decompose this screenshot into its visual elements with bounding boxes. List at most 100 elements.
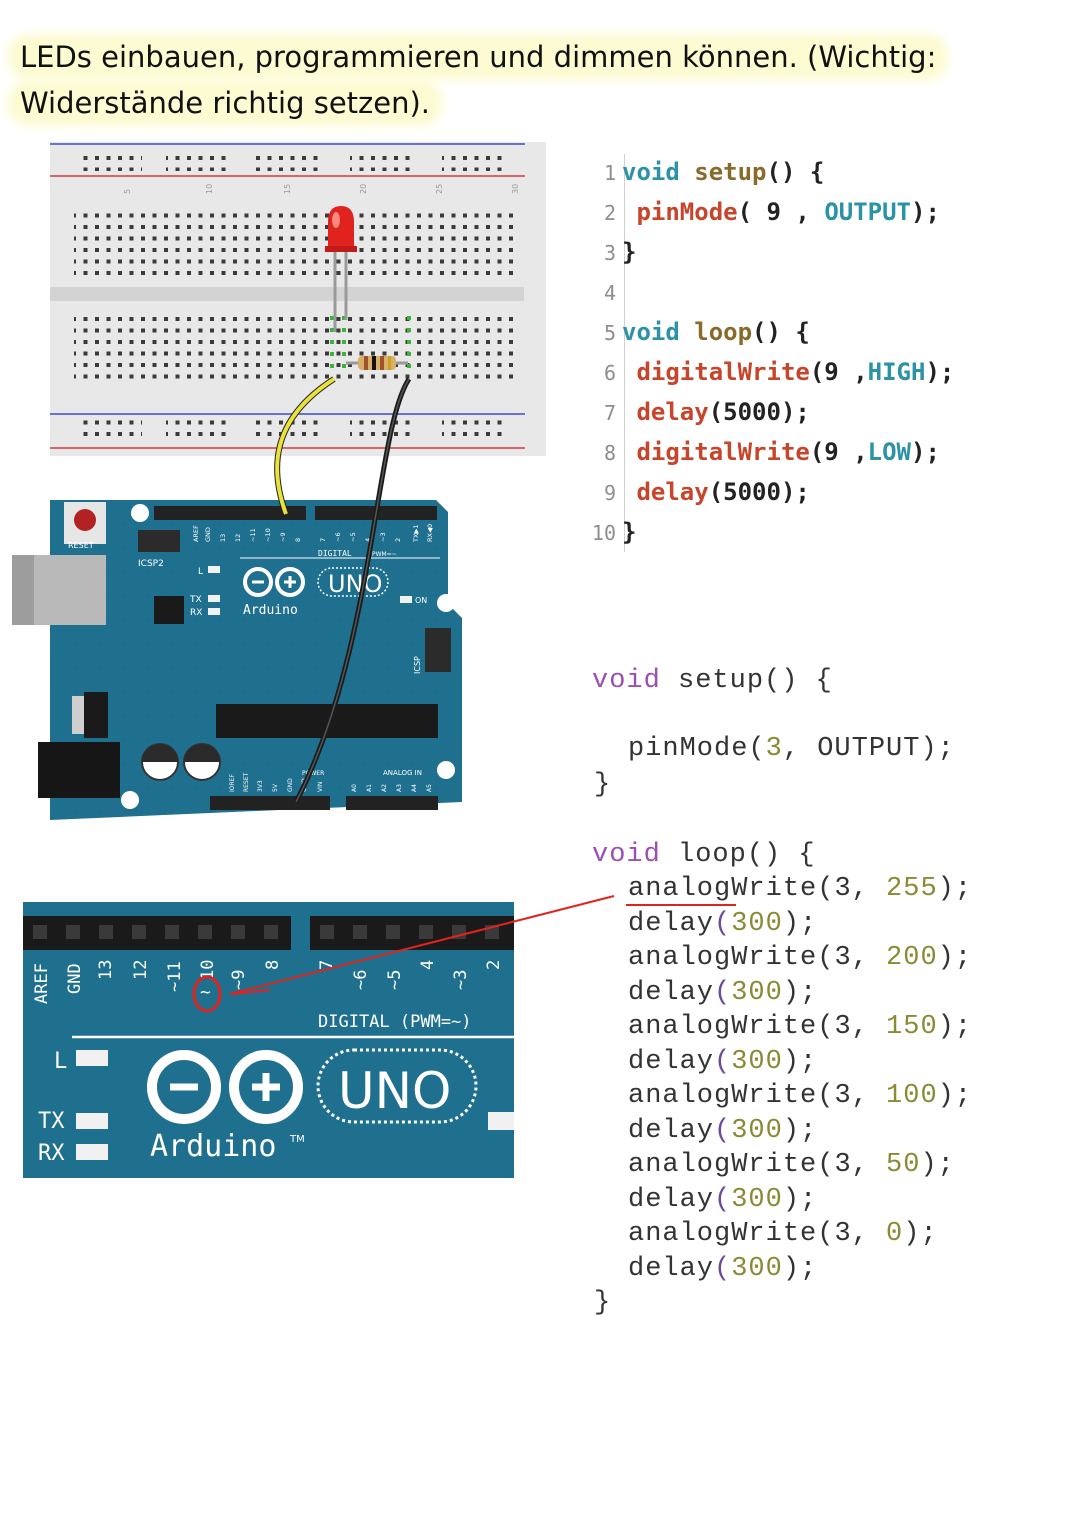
svg-text:13: 13 xyxy=(96,960,116,980)
svg-text:GND: GND xyxy=(65,963,85,994)
svg-text:~9: ~9 xyxy=(279,532,287,542)
code2-line: delay(300); xyxy=(628,909,818,939)
code2-line: delay(300); xyxy=(628,1047,818,1077)
zoom-tx-label: TX xyxy=(38,1109,65,1134)
svg-text:10: 10 xyxy=(198,960,218,980)
icsp-label: ICSP xyxy=(413,656,422,674)
bb-number: 30 xyxy=(511,184,520,194)
tx-led-label: TX xyxy=(189,595,202,605)
svg-text:AREF: AREF xyxy=(32,963,52,1004)
zoom-pin-labels: AREF GND 13 12 ~11 10 ~9 8 7 ~6 ~5 4 ~3 … xyxy=(32,960,504,1004)
code-line: 4 xyxy=(603,281,616,305)
annotation-underline xyxy=(626,904,736,906)
code-line: 3} xyxy=(603,238,637,266)
svg-text:IOREF: IOREF xyxy=(229,774,236,792)
pwm-label: PWM=~ xyxy=(372,551,397,558)
code-line: 10} xyxy=(591,518,637,546)
svg-text:RESET: RESET xyxy=(243,772,250,792)
svg-text:GND: GND xyxy=(204,527,212,542)
digital-label: DIGITAL xyxy=(318,549,352,558)
arduino-board: RESET ICSP2 AREF GND 13 12 ~11 ~10 ~9 8 … xyxy=(12,500,462,820)
code-line: 9 delay(5000); xyxy=(603,478,810,506)
annotation-circle xyxy=(192,975,222,1013)
arduino-logo-icon xyxy=(243,567,305,597)
bb-number: 10 xyxy=(205,184,214,194)
svg-text:~10: ~10 xyxy=(264,528,272,542)
connection-dots xyxy=(330,316,411,368)
code2-line: analogWrite(3, 255); xyxy=(628,874,973,904)
svg-text:~5: ~5 xyxy=(385,970,405,990)
led xyxy=(325,206,357,332)
code-line: 7 delay(5000); xyxy=(603,398,810,426)
reset-label: RESET xyxy=(68,541,94,550)
icsp2-label: ICSP2 xyxy=(138,559,164,569)
svg-text:TX▶1: TX▶1 xyxy=(412,524,420,543)
zoom-uno-label: UNO xyxy=(338,1062,451,1120)
code-line: 8 digitalWrite(9 ,LOW); xyxy=(603,438,940,466)
svg-text:VIN: VIN xyxy=(317,782,324,792)
svg-text:~11: ~11 xyxy=(249,528,257,542)
breadboard: 5 10 15 20 25 30 xyxy=(50,142,546,456)
svg-text:A3: A3 xyxy=(396,784,403,792)
header-pin-labels: AREF GND 13 12 ~11 ~10 ~9 8 7 ~6 ~5 4 ~3… xyxy=(192,524,434,543)
code2-line: delay(300); xyxy=(628,1116,818,1146)
zoom-arduino-logo-icon xyxy=(147,1050,303,1124)
bb-number: 25 xyxy=(435,184,444,194)
svg-text:A1: A1 xyxy=(366,784,373,792)
code2-line: analogWrite(3, 0); xyxy=(628,1219,938,1249)
code2-line: delay(300); xyxy=(628,1185,818,1215)
bb-number: 5 xyxy=(123,189,132,194)
svg-text:13: 13 xyxy=(219,534,227,542)
bb-number: 15 xyxy=(283,184,292,194)
code2-line: } xyxy=(594,770,612,800)
code-line: 6 digitalWrite(9 ,HIGH); xyxy=(603,358,955,386)
svg-text:~3: ~3 xyxy=(379,532,387,542)
svg-text:~3: ~3 xyxy=(451,970,471,990)
page-heading: LEDs einbauen, programmieren und dimmen … xyxy=(14,34,1064,126)
zoom-rx-label: RX xyxy=(38,1141,65,1166)
power-label: POWER xyxy=(302,770,324,777)
code-line: 2 pinMode( 9 , OUTPUT); xyxy=(603,198,940,226)
code2-line: pinMode(3, OUTPUT); xyxy=(628,734,955,764)
svg-text:5V: 5V xyxy=(272,783,279,792)
svg-text:4: 4 xyxy=(364,538,372,542)
analog-label: ANALOG IN xyxy=(383,769,422,777)
svg-text:2: 2 xyxy=(484,960,504,970)
svg-text:~6: ~6 xyxy=(351,970,371,990)
svg-text:~11: ~11 xyxy=(165,961,185,992)
svg-text:A5: A5 xyxy=(426,784,433,792)
zoom-digital-label: DIGITAL (PWM=~) xyxy=(318,1012,472,1032)
on-label: ON xyxy=(415,596,427,605)
uno-label: UNO xyxy=(328,570,382,598)
svg-text:~6: ~6 xyxy=(334,532,342,542)
svg-text:RX◀0: RX◀0 xyxy=(426,524,434,542)
arduino-label: Arduino xyxy=(243,603,298,618)
svg-text:8: 8 xyxy=(294,538,302,542)
code2-line: analogWrite(3, 100); xyxy=(628,1081,973,1111)
svg-text:7: 7 xyxy=(319,538,327,542)
code2-line: analogWrite(3, 200); xyxy=(628,943,973,973)
circuit-diagram: 5 10 15 20 25 30 xyxy=(12,142,546,820)
svg-text:AREF: AREF xyxy=(192,525,200,542)
code2-line: delay(300); xyxy=(628,978,818,1008)
svg-text:8: 8 xyxy=(263,960,283,970)
svg-text:~5: ~5 xyxy=(349,532,357,542)
board-zoom: AREF GND 13 12 ~11 10 ~9 8 7 ~6 ~5 4 ~3 … xyxy=(23,895,615,1178)
zoom-arduino-label: Arduino xyxy=(150,1129,276,1164)
svg-text:~9: ~9 xyxy=(229,970,249,990)
code2-line: delay(300); xyxy=(628,1254,818,1284)
code2-line: void loop() { xyxy=(592,840,816,870)
rx-led-label: RX xyxy=(190,608,202,618)
svg-text:GND: GND xyxy=(287,778,294,792)
bb-number: 20 xyxy=(359,184,368,194)
code2-line: analogWrite(3, 150); xyxy=(628,1012,973,1042)
svg-text:2: 2 xyxy=(394,538,402,542)
resistor xyxy=(346,356,408,370)
annotation-arrow xyxy=(229,895,615,995)
svg-text:4: 4 xyxy=(418,960,438,970)
svg-text:7: 7 xyxy=(317,960,337,970)
analog-pin-labels: A0 A1 A2 A3 A4 A5 xyxy=(351,784,433,792)
zoom-l-label: L xyxy=(54,1049,67,1074)
svg-text:12: 12 xyxy=(234,534,242,542)
